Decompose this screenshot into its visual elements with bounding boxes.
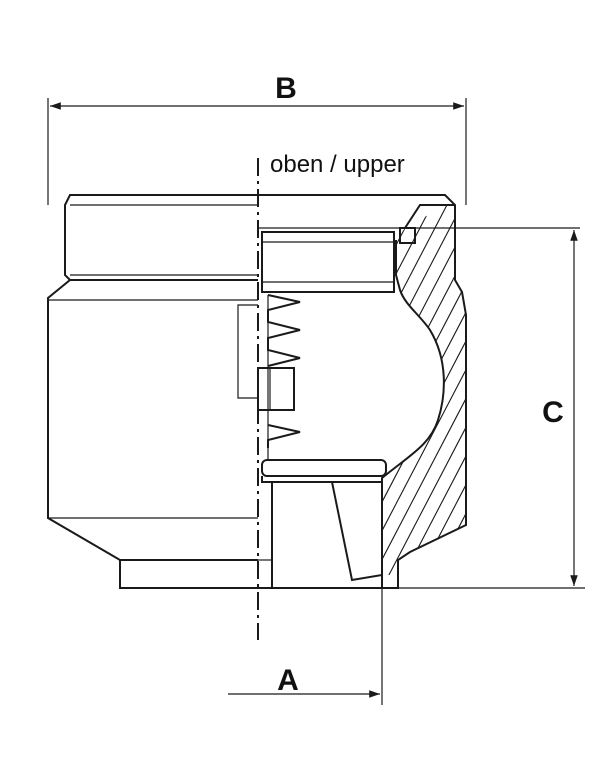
dimension-b: B [47, 72, 467, 205]
external-view-left-half [47, 194, 258, 589]
dimension-c: C [398, 230, 585, 589]
orientation-label: oben / upper [270, 151, 405, 178]
dimension-b-label: B [275, 72, 297, 105]
dimension-a-label: A [277, 664, 299, 697]
dimension-c-label: C [542, 396, 564, 429]
dimension-a: A [228, 588, 383, 705]
inner-wall-profile [381, 240, 445, 588]
